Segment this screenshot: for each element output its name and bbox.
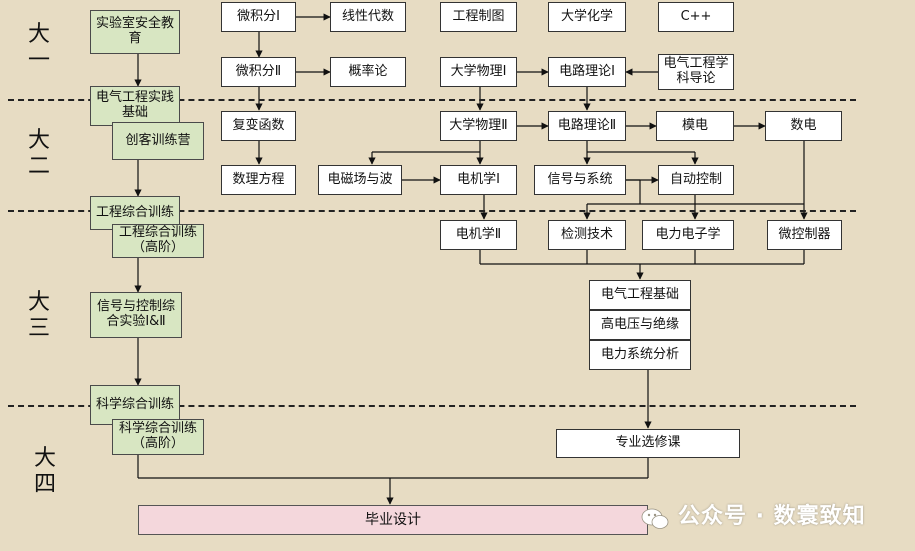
year-label-4: 大 四	[33, 446, 56, 497]
course-cpp: C++	[658, 2, 734, 32]
course-complex-func: 复变函数	[221, 111, 296, 141]
course-ee-basics: 电气工程基础	[589, 280, 691, 310]
course-mcu: 微控制器	[767, 220, 842, 250]
sci-training-adv-box: 科学综合训练（高阶）	[112, 419, 204, 455]
watermark-text: 公众号 · 数寰致知	[678, 504, 866, 529]
maker-camp-box: 创客训练营	[112, 122, 204, 160]
ee-practice-box: 电气工程实践基础	[90, 86, 180, 126]
course-power-sys: 电力系统分析	[589, 340, 691, 370]
lab-safety-box: 实验室安全教育	[90, 10, 180, 54]
year-divider-1	[8, 99, 856, 101]
course-chemistry: 大学化学	[548, 2, 626, 32]
course-em-field: 电磁场与波	[318, 165, 402, 195]
course-calculus1: 微积分Ⅰ	[221, 2, 296, 32]
course-math-eq: 数理方程	[221, 165, 296, 195]
course-linear-algebra: 线性代数	[330, 2, 406, 32]
course-circuit2: 电路理论Ⅱ	[548, 111, 626, 141]
course-power-elec: 电力电子学	[642, 220, 734, 250]
year-label-3: 大 三	[27, 290, 50, 341]
course-physics1: 大学物理Ⅰ	[440, 57, 517, 87]
course-ee-intro: 电气工程学科导论	[658, 54, 734, 90]
course-signals: 信号与系统	[534, 165, 626, 195]
course-analog: 模电	[656, 111, 734, 141]
course-calculus2: 微积分Ⅱ	[221, 57, 296, 87]
course-motor2: 电机学Ⅱ	[440, 220, 517, 250]
graduation-design-box: 毕业设计	[138, 505, 648, 535]
course-digital: 数电	[765, 111, 842, 141]
year-divider-3	[8, 405, 856, 407]
year-label-1: 大 一	[27, 22, 50, 73]
course-circuit1: 电路理论Ⅰ	[548, 57, 626, 87]
wechat-icon	[641, 508, 669, 529]
course-detection: 检测技术	[548, 220, 626, 250]
course-probability: 概率论	[330, 57, 406, 87]
course-hv-insulation: 高电压与绝缘	[589, 310, 691, 340]
course-physics2: 大学物理Ⅱ	[440, 111, 517, 141]
signal-control-lab-box: 信号与控制综合实验Ⅰ&Ⅱ	[90, 292, 182, 338]
course-eng-drawing: 工程制图	[440, 2, 517, 32]
course-motor1: 电机学Ⅰ	[440, 165, 517, 195]
sci-training-box: 科学综合训练	[90, 385, 180, 425]
year-label-2: 大 二	[27, 128, 50, 179]
course-auto-control: 自动控制	[658, 165, 734, 195]
course-electives: 专业选修课	[556, 429, 740, 458]
year-divider-2	[8, 210, 856, 212]
eng-training-adv-box: 工程综合训练（高阶）	[112, 224, 204, 258]
